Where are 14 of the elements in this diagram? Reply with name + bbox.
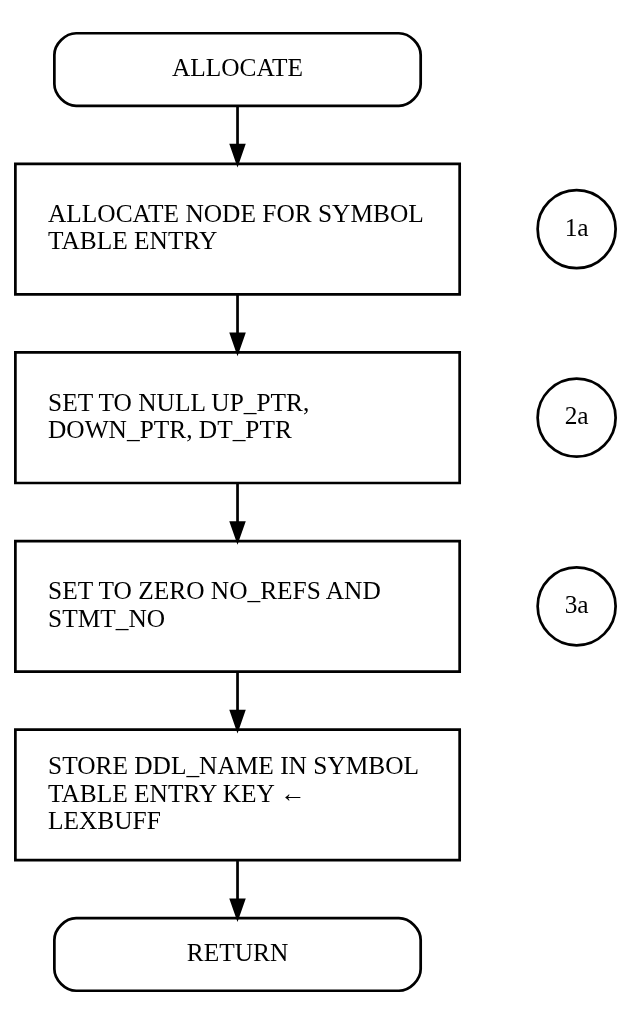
arrow (229, 482, 246, 545)
arrow (229, 105, 246, 167)
node-box: ALLOCATE (53, 31, 423, 107)
arrow (229, 860, 246, 922)
node-box: ALLOCATE NODE FOR SYMBOL TABLE ENTRY (14, 161, 462, 296)
node-box: SET TO NULL UP_PTR, DOWN_PTR, DT_PTR (14, 350, 462, 484)
node-box: STORE DDL_NAME IN SYMBOL TABLE ENTRY KEY ← LEXBUFF (14, 727, 462, 862)
node-circle: 2a (536, 376, 617, 458)
node-circle: 3a (536, 565, 617, 647)
node-box: SET TO ZERO NO_REFS AND STMT_NO (14, 539, 462, 673)
node-circle: 1a (536, 188, 617, 269)
arrow (229, 294, 246, 356)
arrow (229, 671, 246, 733)
node-box: RETURN (53, 916, 423, 992)
